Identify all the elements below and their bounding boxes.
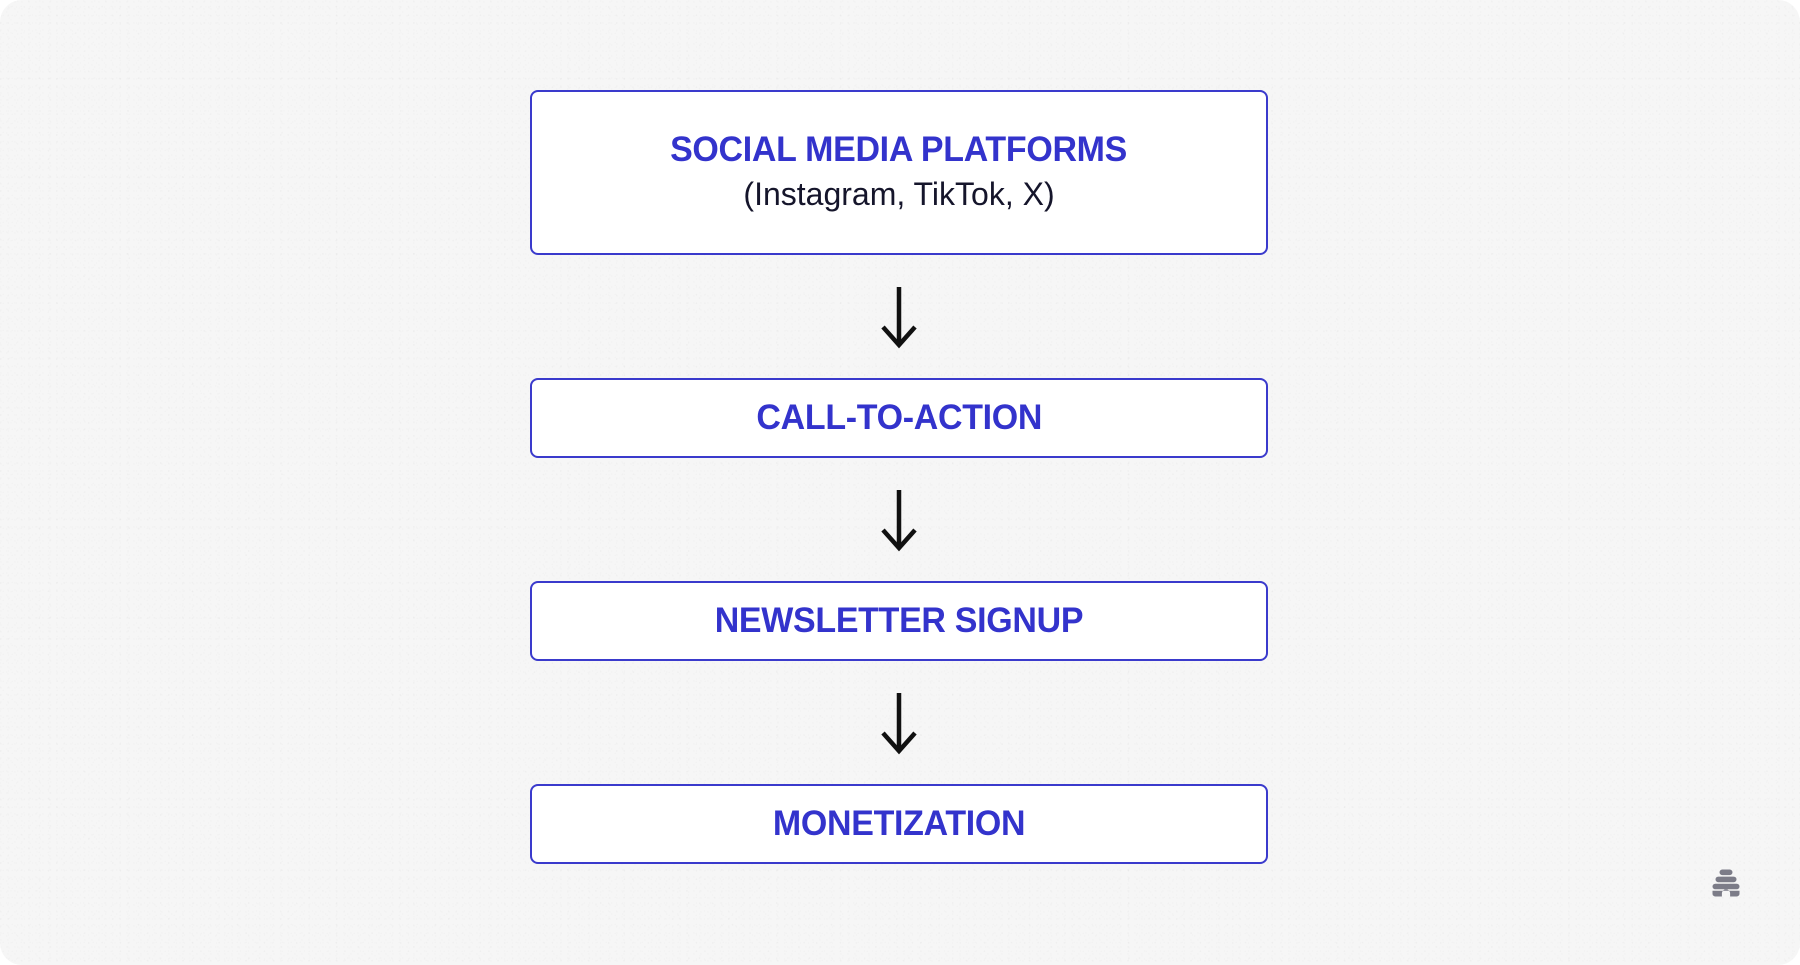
- flow-node-social-media-platforms[interactable]: SOCIAL MEDIA PLATFORMS (Instagram, TikTo…: [530, 90, 1268, 255]
- beehive-logo-icon: [1706, 862, 1746, 902]
- flow-node-call-to-action[interactable]: CALL-TO-ACTION: [530, 378, 1268, 458]
- flow-diagram: SOCIAL MEDIA PLATFORMS (Instagram, TikTo…: [530, 90, 1268, 864]
- flow-connector-2: [530, 458, 1268, 581]
- flow-connector-1: [530, 255, 1268, 378]
- flow-node-title: MONETIZATION: [772, 803, 1026, 843]
- flow-node-title: SOCIAL MEDIA PLATFORMS: [670, 129, 1128, 169]
- arrow-down-icon: [877, 691, 921, 755]
- flow-node-monetization[interactable]: MONETIZATION: [530, 784, 1268, 864]
- flow-connector-3: [530, 661, 1268, 784]
- arrow-down-icon: [877, 488, 921, 552]
- flow-node-subtitle: (Instagram, TikTok, X): [743, 175, 1055, 212]
- arrow-down-icon: [877, 285, 921, 349]
- flow-node-title: NEWSLETTER SIGNUP: [714, 600, 1084, 640]
- flow-node-title: CALL-TO-ACTION: [756, 397, 1042, 437]
- flow-node-newsletter-signup[interactable]: NEWSLETTER SIGNUP: [530, 581, 1268, 661]
